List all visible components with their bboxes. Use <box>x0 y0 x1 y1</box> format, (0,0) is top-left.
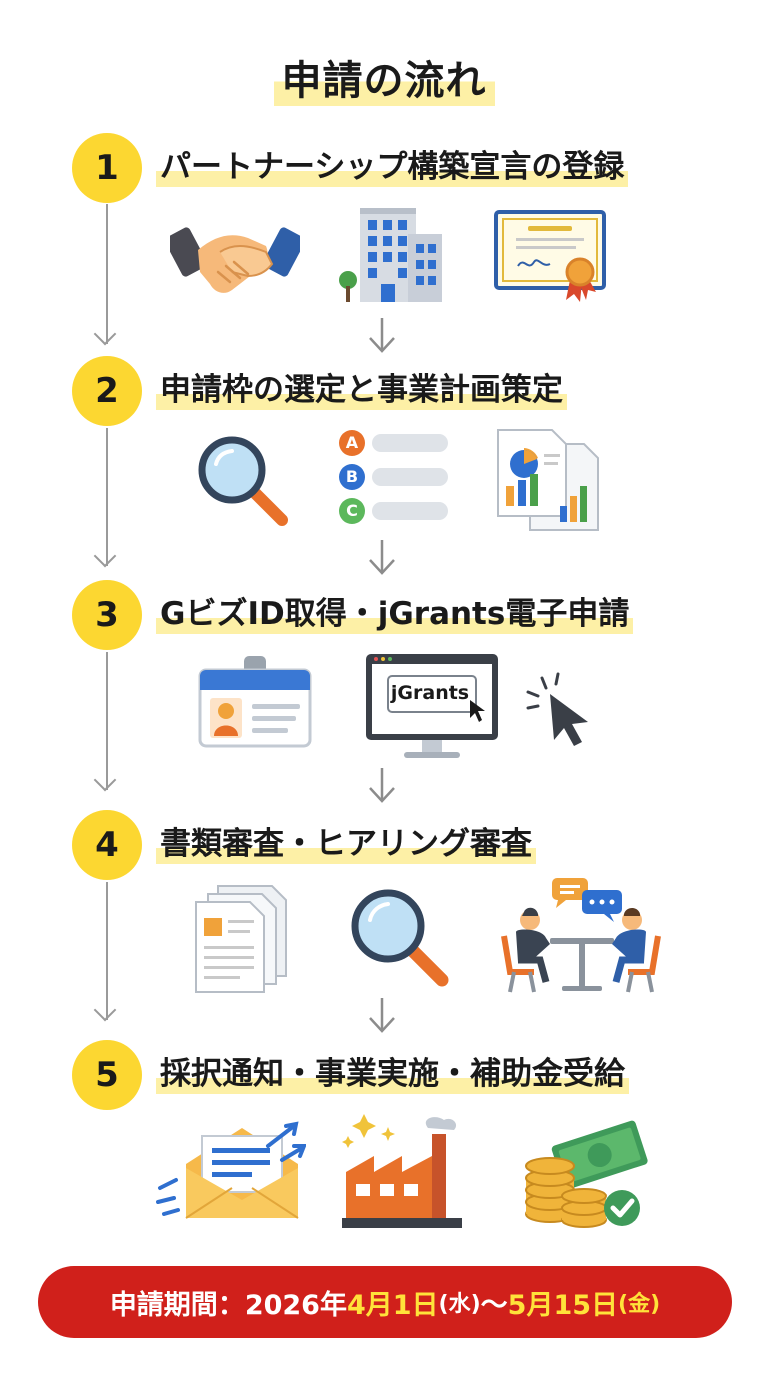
period-start-day: (水) <box>438 1292 481 1317</box>
magnifier-icon <box>198 436 288 526</box>
period-end-date: 5月15日 <box>507 1289 619 1321</box>
step-number-2: 2 <box>72 356 142 426</box>
period-year: 2026年 <box>244 1289 347 1321</box>
office-building-icon <box>339 208 442 302</box>
down-arrow-icon <box>369 318 395 353</box>
option-letter-c: C <box>346 501 358 520</box>
monitor-jgrants-icon: jGrants <box>364 652 500 764</box>
factory-icon <box>342 1114 462 1228</box>
magnifier-icon <box>351 889 449 987</box>
connector-arrow-3 <box>93 768 117 792</box>
report-documents-icon <box>497 429 599 531</box>
certificate-icon <box>494 210 606 302</box>
period-separator: 〜 <box>480 1289 508 1321</box>
period-label: 申請期間： <box>109 1289 245 1321</box>
handshake-icon <box>170 227 300 293</box>
connector-line-3 <box>106 652 108 790</box>
money-coins-icon <box>525 1120 648 1228</box>
monitor-screen-label: jGrants <box>390 682 470 704</box>
option-letter-b: B <box>345 467 359 486</box>
down-arrow-icon <box>369 540 395 575</box>
step-number-4: 4 <box>72 810 142 880</box>
cursor-click-icon <box>526 672 588 746</box>
down-arrow-icon <box>369 768 395 803</box>
interview-meeting-icon <box>501 878 661 993</box>
connector-arrow-2 <box>93 544 117 568</box>
application-period-banner: 申請期間： 2026年 4月1日 (水) 〜 5月15日 (金) <box>38 1266 732 1338</box>
connector-arrow-4 <box>93 998 117 1022</box>
title-wrap: 申請の流れ <box>0 48 768 106</box>
connector-arrow-1 <box>93 322 117 346</box>
step-title-2: 申請枠の選定と事業計画策定 <box>156 370 567 410</box>
page-title: 申請の流れ <box>273 48 495 106</box>
period-end-day: (金) <box>618 1292 661 1317</box>
id-card-icon <box>198 656 312 748</box>
connector-line-4 <box>106 882 108 1020</box>
step-title-5: 採択通知・事業実施・補助金受給 <box>156 1054 629 1094</box>
period-start-date: 4月1日 <box>346 1289 439 1321</box>
step-title-1: パートナーシップ構築宣言の登録 <box>156 147 629 187</box>
documents-icon <box>195 885 287 993</box>
step-number-5: 5 <box>72 1040 142 1110</box>
step-number-1: 1 <box>72 133 142 203</box>
step-title-4: 書類審査・ヒアリング審査 <box>156 824 536 864</box>
option-letter-a: A <box>345 433 359 452</box>
connector-line-2 <box>106 428 108 566</box>
option-list-icon: A B C <box>336 428 452 528</box>
step-number-3: 3 <box>72 580 142 650</box>
email-notification-icon <box>156 1121 306 1219</box>
step-title-3: GビズID取得・jGrants電子申請 <box>156 594 634 634</box>
connector-line-1 <box>106 204 108 344</box>
down-arrow-icon <box>369 998 395 1033</box>
